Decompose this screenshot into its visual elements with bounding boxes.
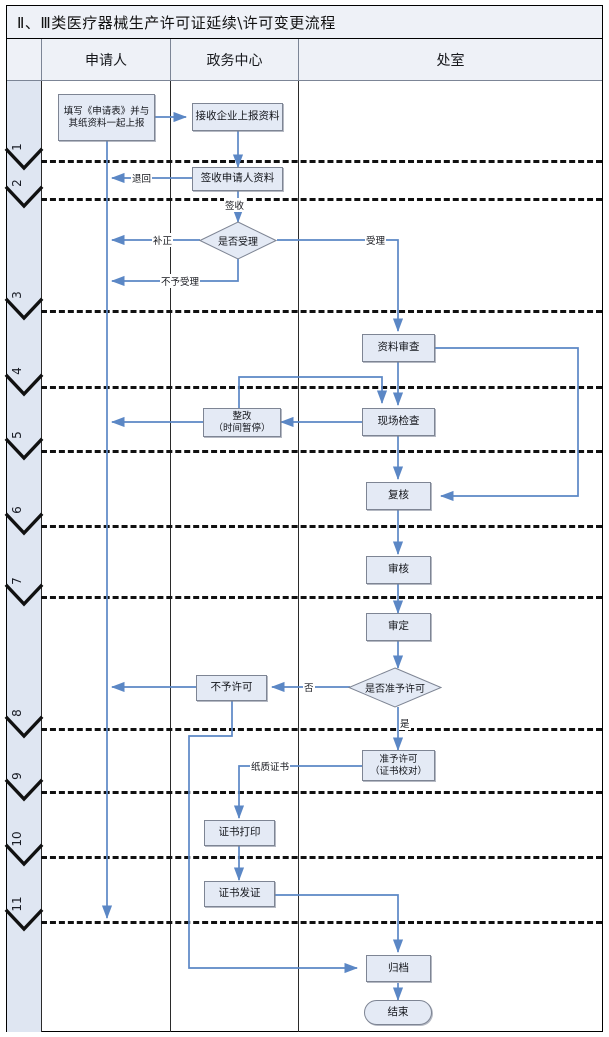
page-title: Ⅱ、Ⅲ类医疗器械生产许可证延续\许可变更流程	[17, 13, 336, 32]
decision-permit-label: 是否准予许可	[365, 684, 425, 695]
step-number-9: 9	[10, 772, 24, 780]
edge-label-not-accepted: 不予受理	[160, 274, 201, 288]
step-number-5: 5	[10, 431, 24, 439]
node-archive[interactable]: 归档	[366, 955, 431, 982]
column-header-office: 处室	[298, 39, 602, 81]
edge-label-signed: 签收	[224, 198, 246, 212]
edge-label-accepted: 受理	[365, 233, 387, 247]
step-number-1: 1	[10, 143, 24, 151]
step-number-6: 6	[10, 506, 24, 514]
step-separator-4	[41, 386, 602, 389]
column-header-steps	[7, 39, 41, 81]
step-separator-8	[41, 728, 602, 731]
node-sign[interactable]: 签收申请人资料	[192, 167, 283, 191]
node-cert-issue[interactable]: 证书发证	[204, 881, 275, 907]
page-title-bar: Ⅱ、Ⅲ类医疗器械生产许可证延续\许可变更流程	[7, 6, 602, 39]
column-header-center: 政务中心	[170, 39, 298, 81]
step-separator-11	[41, 921, 602, 924]
node-cert-print[interactable]: 证书打印	[204, 820, 275, 846]
step-number-8: 8	[10, 709, 24, 717]
decision-accept[interactable]: 是否受理	[199, 221, 277, 260]
node-audit[interactable]: 审核	[366, 556, 431, 584]
step-separator-6	[41, 525, 602, 528]
node-approve-eval[interactable]: 审定	[366, 613, 431, 641]
column-rule-steps	[41, 81, 42, 1032]
edge-label-correct: 补正	[152, 233, 174, 247]
step-number-3: 3	[10, 291, 24, 299]
node-site-check[interactable]: 现场检查	[362, 408, 435, 436]
column-header-row: 申请人 政务中心 处室	[7, 39, 602, 81]
edge-label-return: 退回	[131, 171, 153, 185]
edge-label-paper-cert: 纸质证书	[250, 759, 291, 773]
step-separator-7	[41, 596, 602, 599]
node-rectify[interactable]: 整改 （时间暂停）	[203, 408, 281, 437]
step-separator-2	[41, 198, 602, 201]
step-separator-1	[41, 160, 602, 163]
node-no-permit[interactable]: 不予许可	[196, 675, 267, 701]
step-separator-3	[41, 310, 602, 313]
node-grant-permit[interactable]: 准予许可 （证书校对）	[362, 750, 435, 781]
node-doc-review[interactable]: 资料审查	[362, 334, 435, 362]
column-rule-applicant	[170, 81, 171, 1032]
step-number-2: 2	[10, 179, 24, 187]
step-number-11: 11	[10, 896, 24, 912]
node-apply[interactable]: 填写《申请表》并与其纸资料一起上报	[58, 94, 155, 141]
step-separator-9	[41, 791, 602, 794]
step-separator-5	[41, 450, 602, 453]
step-separator-10	[41, 856, 602, 859]
column-rule-center	[298, 81, 299, 1032]
decision-accept-label: 是否受理	[218, 237, 258, 248]
node-end[interactable]: 结束	[364, 1000, 432, 1025]
node-recheck[interactable]: 复核	[366, 482, 431, 510]
decision-permit[interactable]: 是否准予许可	[348, 667, 442, 708]
column-header-applicant: 申请人	[41, 39, 170, 81]
node-receive[interactable]: 接收企业上报资料	[192, 103, 283, 131]
step-number-4: 4	[10, 367, 24, 375]
edge-label-yes: 是	[399, 716, 411, 730]
step-number-7: 7	[10, 577, 24, 585]
edge-label-no: 否	[303, 680, 315, 694]
step-number-10: 10	[10, 831, 24, 847]
step-number-strip	[7, 81, 41, 1032]
